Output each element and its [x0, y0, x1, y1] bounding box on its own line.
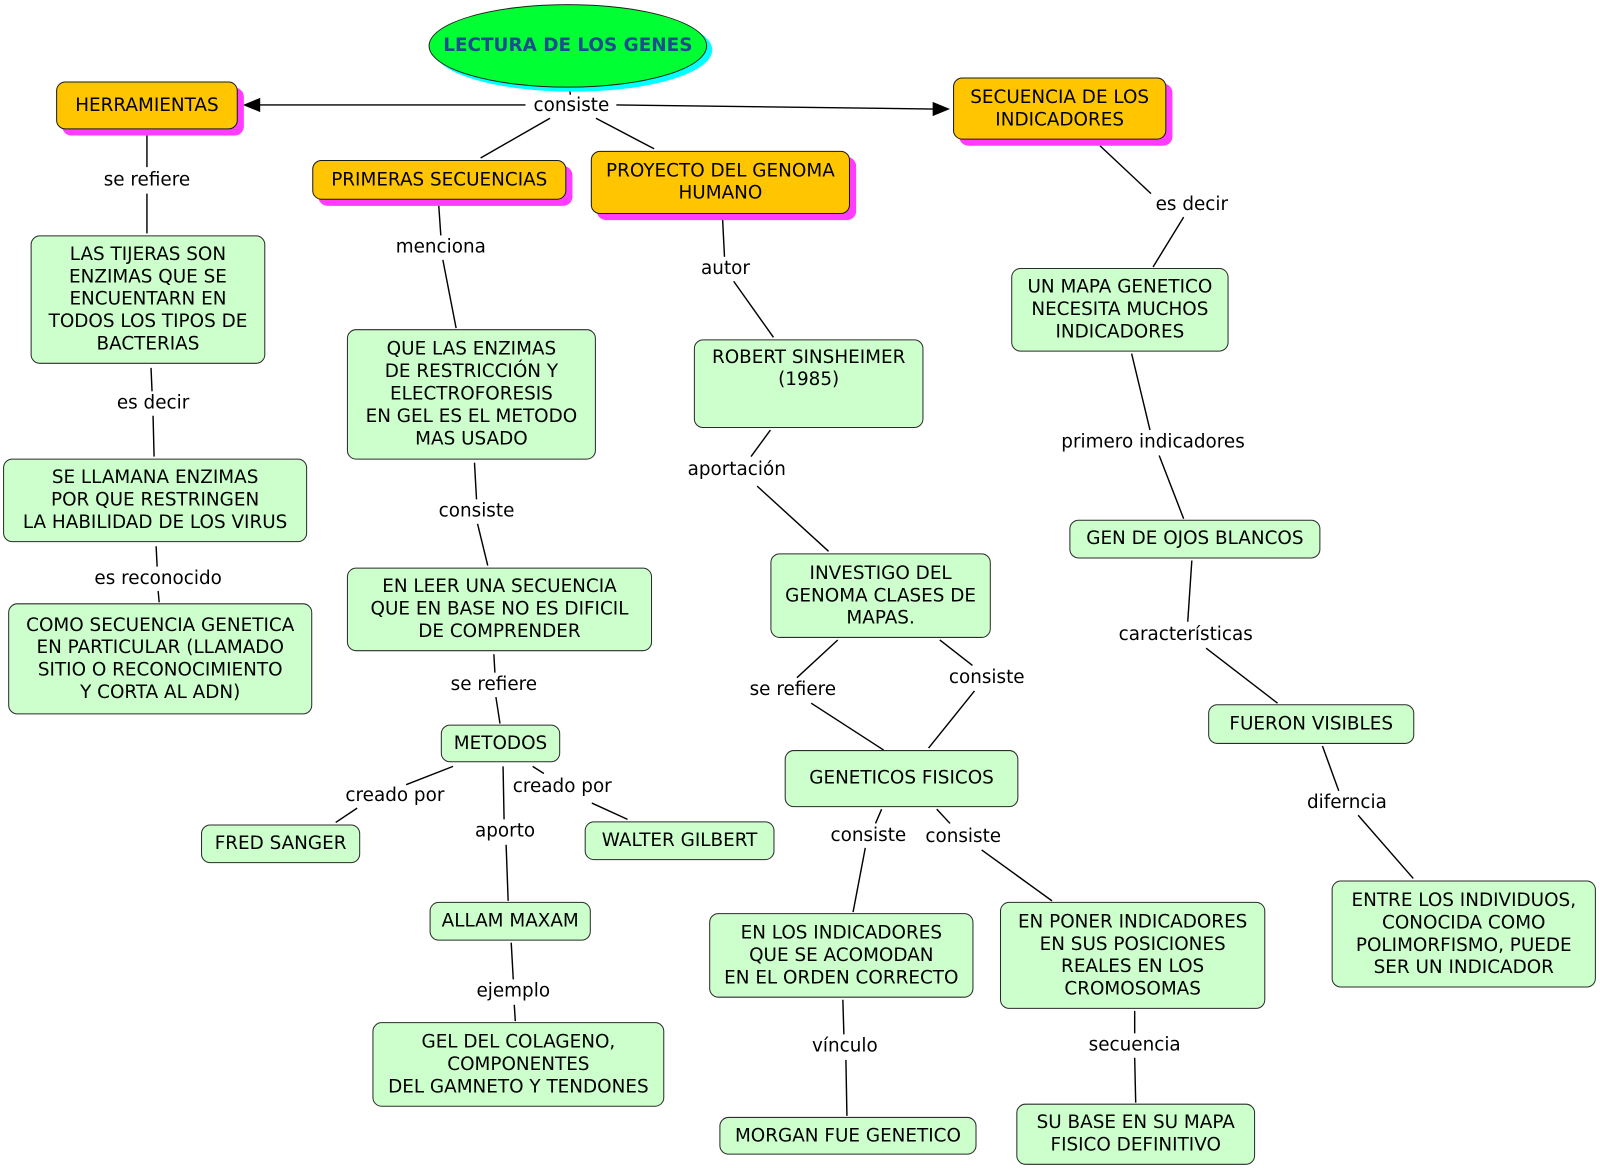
- concept-fred-sanger: FRED SANGER: [201, 824, 361, 864]
- concept-geneticos-fisicos: GENETICOS FISICOS: [784, 750, 1019, 808]
- connector-line: [1357, 814, 1414, 879]
- connector-line: [152, 415, 155, 457]
- connector-line: [1321, 745, 1340, 792]
- link-label-consiste: consiste: [436, 501, 517, 522]
- connector-line: [852, 847, 867, 913]
- concept-como-secuencia: COMO SECUENCIA GENETICA EN PARTICULAR (L…: [8, 603, 313, 715]
- link-label-consiste: consiste: [828, 825, 909, 846]
- connector-line: [750, 429, 771, 457]
- connector-line: [1152, 216, 1185, 268]
- connector-line: [842, 999, 845, 1035]
- concept-se-llaman: SE LLAMANA ENZIMAS POR QUE RESTRINGEN LA…: [3, 458, 308, 543]
- concept-entre-individuos: ENTRE LOS INDIVIDUOS, CONOCIDA COMO POLI…: [1331, 880, 1596, 988]
- connector-line: [505, 844, 509, 901]
- connector-line: [1133, 1057, 1137, 1103]
- link-label-aportacion: aportación: [685, 459, 788, 480]
- concept-walter-gilbert: WALTER GILBERT: [584, 821, 775, 861]
- connector-line: [473, 462, 478, 500]
- connector-line: [335, 807, 358, 824]
- concept-herramientas: HERRAMIENTAS: [56, 81, 238, 130]
- connector-line: [733, 280, 775, 338]
- connector-line: [936, 808, 951, 824]
- link-label-diferncia: diferncia: [1304, 792, 1389, 814]
- concept-tijeras: LAS TIJERAS SON ENZIMAS QUE SE ENCUENTAR…: [30, 235, 266, 364]
- link-label-se-refiere: se refiere: [747, 679, 839, 701]
- link-label-primero-indicadores: primero indicadores: [1059, 432, 1247, 453]
- connector-line: [1187, 560, 1193, 622]
- connector-line: [756, 485, 830, 552]
- link-label-caracteristicas: características: [1116, 624, 1255, 646]
- concept-su-base: SU BASE EN SU MAPA FISICO DEFINITIVO: [1016, 1103, 1256, 1165]
- link-label-consiste: consiste: [923, 826, 1004, 847]
- connector-line: [438, 205, 442, 236]
- concept-metodos: METODOS: [440, 724, 561, 763]
- connector-arrow-line: [616, 104, 935, 110]
- link-label-secuencia: secuencia: [1086, 1035, 1183, 1056]
- connector-line: [480, 117, 551, 159]
- connector-line: [442, 259, 457, 329]
- concept-indicadores-orden: EN LOS INDICADORES QUE SE ACOMODAN EN EL…: [709, 913, 974, 998]
- connector-line: [595, 117, 655, 150]
- connector-line: [1205, 647, 1278, 704]
- link-label-se-refiere: se refiere: [101, 170, 193, 191]
- link-label-consiste: consiste: [531, 95, 612, 117]
- connector-line: [155, 546, 158, 567]
- connector-line: [493, 654, 496, 673]
- link-label-es-decir: es decir: [114, 393, 192, 414]
- connector-line: [928, 690, 976, 749]
- concept-allam-maxam: ALLAM MAXAM: [429, 901, 591, 941]
- link-label-creado-por: creado por: [510, 776, 614, 797]
- link-label-se-refiere: se refiere: [448, 674, 540, 696]
- concept-investigo-genoma: INVESTIGO DEL GENOMA CLASES DE MAPAS.: [770, 553, 991, 638]
- connector-line: [513, 1004, 517, 1022]
- connector-line: [405, 765, 454, 786]
- connector-line: [810, 702, 885, 751]
- connector-line: [568, 87, 572, 95]
- connector-line: [532, 765, 545, 775]
- concept-secuencia-indicadores: SECUENCIA DE LOS INDICADORES: [953, 77, 1167, 140]
- link-label-consiste: consiste: [946, 667, 1027, 688]
- link-label-autor: autor: [699, 258, 752, 280]
- connector-line: [874, 808, 883, 824]
- connector-line: [495, 696, 501, 724]
- concept-primeras-secuencias: PRIMERAS SECUENCIAS: [312, 159, 567, 200]
- concept-proyecto-genoma: PROYECTO DEL GENOMA HUMANO: [590, 150, 850, 215]
- connector-line: [1158, 455, 1185, 519]
- connector-line: [502, 766, 505, 820]
- connector-line: [845, 1059, 848, 1116]
- connector-line: [510, 942, 514, 980]
- connector-line: [157, 591, 160, 603]
- link-label-menciona: menciona: [393, 237, 488, 258]
- concept-robert-sinsheimer: ROBERT SINSHEIMER (1985): [693, 339, 924, 429]
- connector-line: [939, 639, 973, 667]
- connector-line: [796, 639, 839, 679]
- concept-ojos-blancos: GEN DE OJOS BLANCOS: [1069, 519, 1321, 559]
- connector-line: [591, 802, 628, 821]
- arrowhead-left: [242, 97, 261, 113]
- concept-leer-secuencia: EN LEER UNA SECUENCIA QUE EN BASE NO ES …: [346, 567, 653, 652]
- connector-line: [150, 367, 153, 392]
- link-label-aporto: aporto: [472, 821, 538, 842]
- concept-fueron-visibles: FUERON VISIBLES: [1208, 704, 1415, 744]
- concept-gel-colageno: GEL DEL COLAGENO, COMPONENTES DEL GAMNET…: [372, 1022, 665, 1107]
- concept-poner-indicadores: EN PONER INDICADORES EN SUS POSICIONES R…: [999, 901, 1266, 1009]
- connector-line: [721, 216, 726, 257]
- link-label-vinculo: vínculo: [809, 1036, 880, 1057]
- root-concept-title: LECTURA DE LOS GENES: [428, 4, 708, 88]
- concept-morgan: MORGAN FUE GENETICO: [719, 1116, 977, 1155]
- link-label-es-decir: es decir: [1153, 194, 1231, 216]
- connector-line: [1130, 353, 1151, 431]
- concept-mapa-genetico: UN MAPA GENETICO NECESITA MUCHOS INDICAD…: [1011, 268, 1229, 352]
- link-label-es-reconocido: es reconocido: [92, 568, 224, 590]
- link-label-ejemplo: ejemplo: [474, 981, 553, 1002]
- connector-line: [981, 849, 1053, 902]
- arrowhead-right: [932, 101, 950, 117]
- concept-enzimas-restriccion: QUE LAS ENZIMAS DE RESTRICCIÓN Y ELECTRO…: [346, 329, 596, 460]
- connector-line: [1099, 145, 1152, 195]
- link-label-creado-por: creado por: [343, 785, 447, 807]
- connector-line: [476, 523, 489, 566]
